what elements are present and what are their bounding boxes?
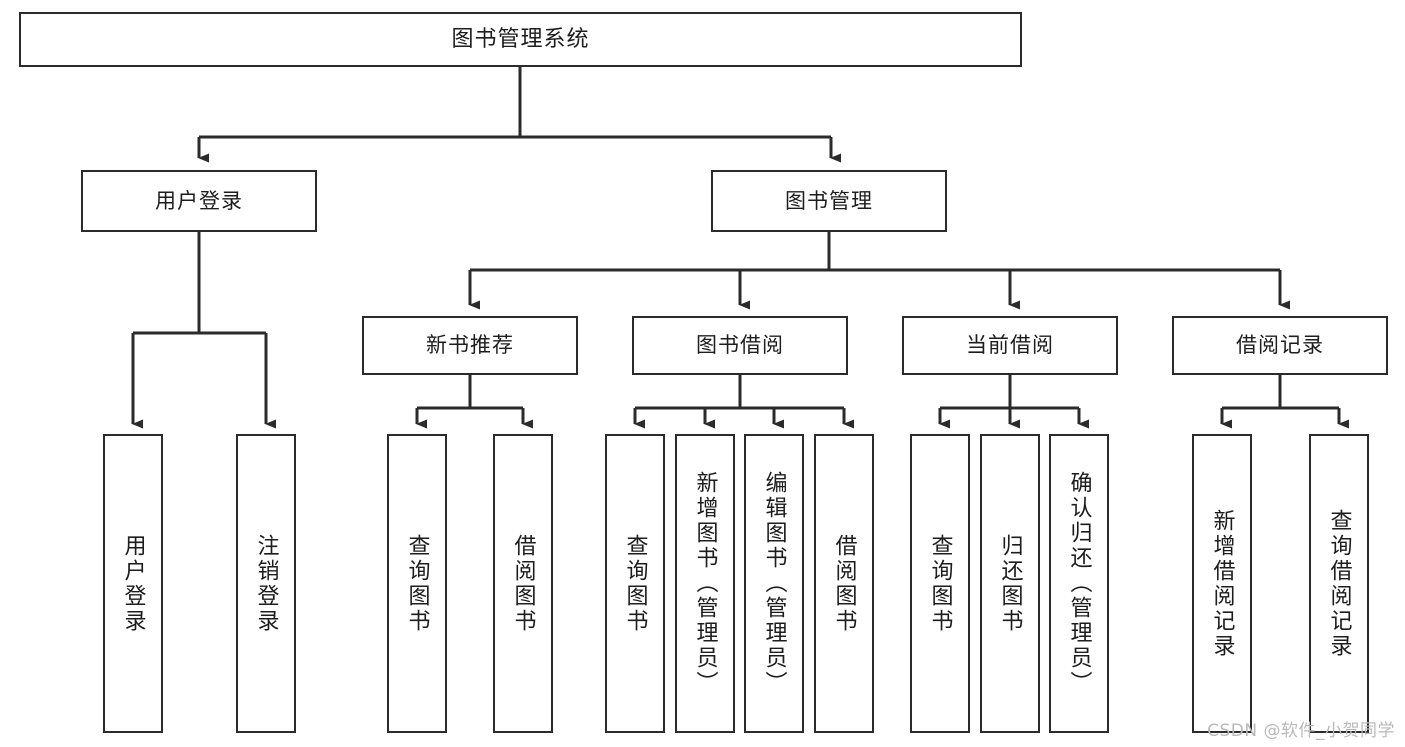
node-label: 图书借阅 <box>696 333 784 358</box>
node-label: 借阅图书 <box>510 533 536 634</box>
node-root-book-management-system[interactable]: 图书管理系统 <box>19 12 1022 67</box>
leaf-add-book-admin[interactable]: 新增图书（管理员） <box>675 434 735 733</box>
leaf-borrow-book-recommend[interactable]: 借阅图书 <box>493 434 553 733</box>
node-label: 借阅图书 <box>831 533 857 634</box>
leaf-edit-book-admin[interactable]: 编辑图书（管理员） <box>744 434 804 733</box>
node-label: 借阅记录 <box>1236 333 1324 358</box>
node-label: 确认归还（管理员） <box>1066 471 1092 696</box>
node-label: 图书管理 <box>785 188 873 213</box>
node-label: 查询图书 <box>404 533 430 634</box>
leaf-query-book-recommend[interactable]: 查询图书 <box>387 434 447 733</box>
node-label: 查询图书 <box>927 533 953 634</box>
leaf-logout-login[interactable]: 注销登录 <box>236 434 296 733</box>
node-label: 注销登录 <box>253 533 279 634</box>
node-label: 查询图书 <box>622 533 648 634</box>
node-label: 用户登录 <box>120 533 146 634</box>
node-label: 图书管理系统 <box>451 26 590 52</box>
leaf-return-book[interactable]: 归还图书 <box>980 434 1040 733</box>
node-borrow-record[interactable]: 借阅记录 <box>1172 316 1388 375</box>
node-user-login[interactable]: 用户登录 <box>81 170 317 232</box>
node-label: 新增借阅记录 <box>1209 508 1235 659</box>
node-book-borrow[interactable]: 图书借阅 <box>632 316 848 375</box>
leaf-query-book-borrow[interactable]: 查询图书 <box>605 434 665 733</box>
node-label: 用户登录 <box>155 188 243 213</box>
leaf-borrow-book-borrow[interactable]: 借阅图书 <box>814 434 874 733</box>
leaf-add-borrow-record[interactable]: 新增借阅记录 <box>1192 434 1252 733</box>
leaf-query-borrow-record[interactable]: 查询借阅记录 <box>1309 434 1369 733</box>
node-new-book-recommend[interactable]: 新书推荐 <box>362 316 578 375</box>
node-label: 新增图书（管理员） <box>692 471 718 696</box>
node-current-borrow[interactable]: 当前借阅 <box>902 316 1118 375</box>
leaf-confirm-return-admin[interactable]: 确认归还（管理员） <box>1049 434 1109 733</box>
csdn-watermark: CSDN @软件_小贺同学 <box>1207 721 1395 741</box>
node-label: 归还图书 <box>997 533 1023 634</box>
leaf-user-login[interactable]: 用户登录 <box>103 434 163 733</box>
node-label: 当前借阅 <box>966 333 1054 358</box>
node-label: 新书推荐 <box>426 333 514 358</box>
leaf-query-book-current[interactable]: 查询图书 <box>910 434 970 733</box>
node-label: 编辑图书（管理员） <box>761 471 787 696</box>
node-book-management[interactable]: 图书管理 <box>711 170 947 232</box>
node-label: 查询借阅记录 <box>1326 508 1352 659</box>
